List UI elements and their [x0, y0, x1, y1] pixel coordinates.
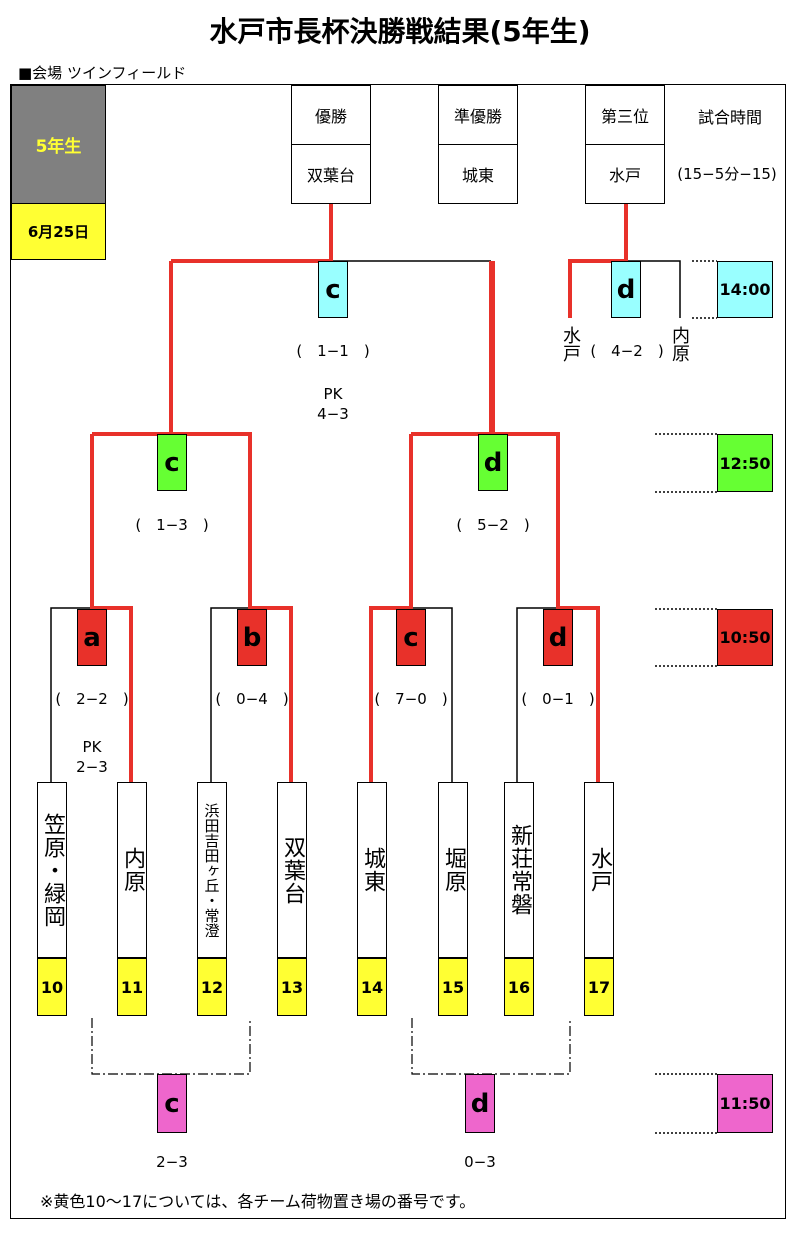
- team-number: 13: [277, 958, 307, 1016]
- third-score: ( 4−2 ): [590, 342, 664, 360]
- team-number: 10: [37, 958, 67, 1016]
- time-box-semi: 12:50: [717, 434, 773, 492]
- r1-a-court-box: a: [77, 609, 107, 666]
- cons2-court-box: d: [465, 1074, 495, 1133]
- team-number: 11: [117, 958, 147, 1016]
- third-left-team: 水戸: [560, 326, 581, 362]
- team-box: 内原: [117, 782, 147, 958]
- team-box: 城東: [357, 782, 387, 958]
- time-box-r1: 10:50: [717, 609, 773, 666]
- r1-d-court: d: [548, 622, 568, 653]
- semi1-score: ( 1−3 ): [135, 516, 209, 534]
- runner-up-cell: 城東: [438, 144, 518, 204]
- third-team: 水戸: [608, 166, 641, 185]
- r1-c-score: ( 7−0 ): [374, 690, 448, 708]
- r1-d-court-box: d: [543, 609, 573, 666]
- third-court-box: d: [611, 261, 641, 318]
- r1-d-score: ( 0−1 ): [521, 690, 595, 708]
- r1-c-court: c: [403, 622, 419, 653]
- r1-a-pk: PK 2−3: [76, 738, 108, 776]
- team-number: 17: [584, 958, 614, 1016]
- runner-up-label: 準優勝: [453, 107, 502, 126]
- grade-box: 5年生: [11, 85, 106, 204]
- team-box: 双葉台: [277, 782, 307, 958]
- team-box: 浜田吉田ヶ丘・常澄: [197, 782, 227, 958]
- team-box: 新荘常磐: [504, 782, 534, 958]
- time-r1: 10:50: [719, 628, 771, 647]
- cons1-score: 2−3: [156, 1153, 188, 1171]
- r1-a-court: a: [83, 622, 101, 653]
- runner-up-team: 城東: [461, 166, 494, 185]
- time-semi: 12:50: [719, 453, 771, 473]
- team-box: 笠原・緑岡: [37, 782, 67, 958]
- semi1-court-box: c: [157, 434, 187, 491]
- r1-a-score: ( 2−2 ): [55, 690, 129, 708]
- third-right-team: 内原: [669, 326, 690, 362]
- venue-label: ■会場 ツインフィールド: [18, 64, 187, 82]
- final-pk: PK 4−3: [317, 385, 349, 423]
- team-number: 12: [197, 958, 227, 1016]
- team-box: 水戸: [584, 782, 614, 958]
- third-cell: 水戸: [585, 144, 665, 204]
- third-label: 第三位: [600, 107, 649, 126]
- semi2-court-box: d: [478, 434, 508, 491]
- time-cons: 11:50: [719, 1094, 771, 1113]
- winner-label: 優勝: [314, 107, 347, 126]
- semi2-court: d: [483, 447, 503, 478]
- team-number: 16: [504, 958, 534, 1016]
- time-box-final: 14:00: [717, 261, 773, 318]
- time-box-cons: 11:50: [717, 1074, 773, 1133]
- final-score: ( 1−1 ): [296, 342, 370, 360]
- time-format: (15−5分−15): [677, 165, 777, 183]
- r1-b-court-box: b: [237, 609, 267, 666]
- bracket-frame: [10, 84, 786, 1219]
- third-court: d: [616, 274, 636, 305]
- team-box: 堀原: [438, 782, 468, 958]
- grade-label: 5年生: [35, 137, 82, 157]
- r1-b-score: ( 0−4 ): [215, 690, 289, 708]
- cons2-court: d: [470, 1088, 490, 1119]
- semi1-court: c: [164, 447, 180, 478]
- time-final: 14:00: [719, 280, 771, 299]
- final-court: c: [325, 274, 341, 305]
- date-label: 6月25日: [27, 223, 90, 241]
- r1-b-court: b: [242, 622, 262, 653]
- semi2-score: ( 5−2 ): [456, 516, 530, 534]
- cons1-court: c: [164, 1088, 180, 1119]
- page-title: 水戸市長杯決勝戦結果(5年生): [209, 15, 591, 48]
- r1-c-court-box: c: [396, 609, 426, 666]
- final-court-box: c: [318, 261, 348, 318]
- date-box: 6月25日: [11, 203, 106, 260]
- winner-team: 双葉台: [306, 166, 355, 185]
- team-number: 15: [438, 958, 468, 1016]
- cons2-score: 0−3: [464, 1153, 496, 1171]
- cons1-court-box: c: [157, 1074, 187, 1133]
- time-header: 試合時間: [697, 108, 762, 127]
- footnote: ※黄色10〜17については、各チーム荷物置き場の番号です。: [40, 1192, 476, 1211]
- winner-cell: 双葉台: [291, 144, 371, 204]
- team-number: 14: [357, 958, 387, 1016]
